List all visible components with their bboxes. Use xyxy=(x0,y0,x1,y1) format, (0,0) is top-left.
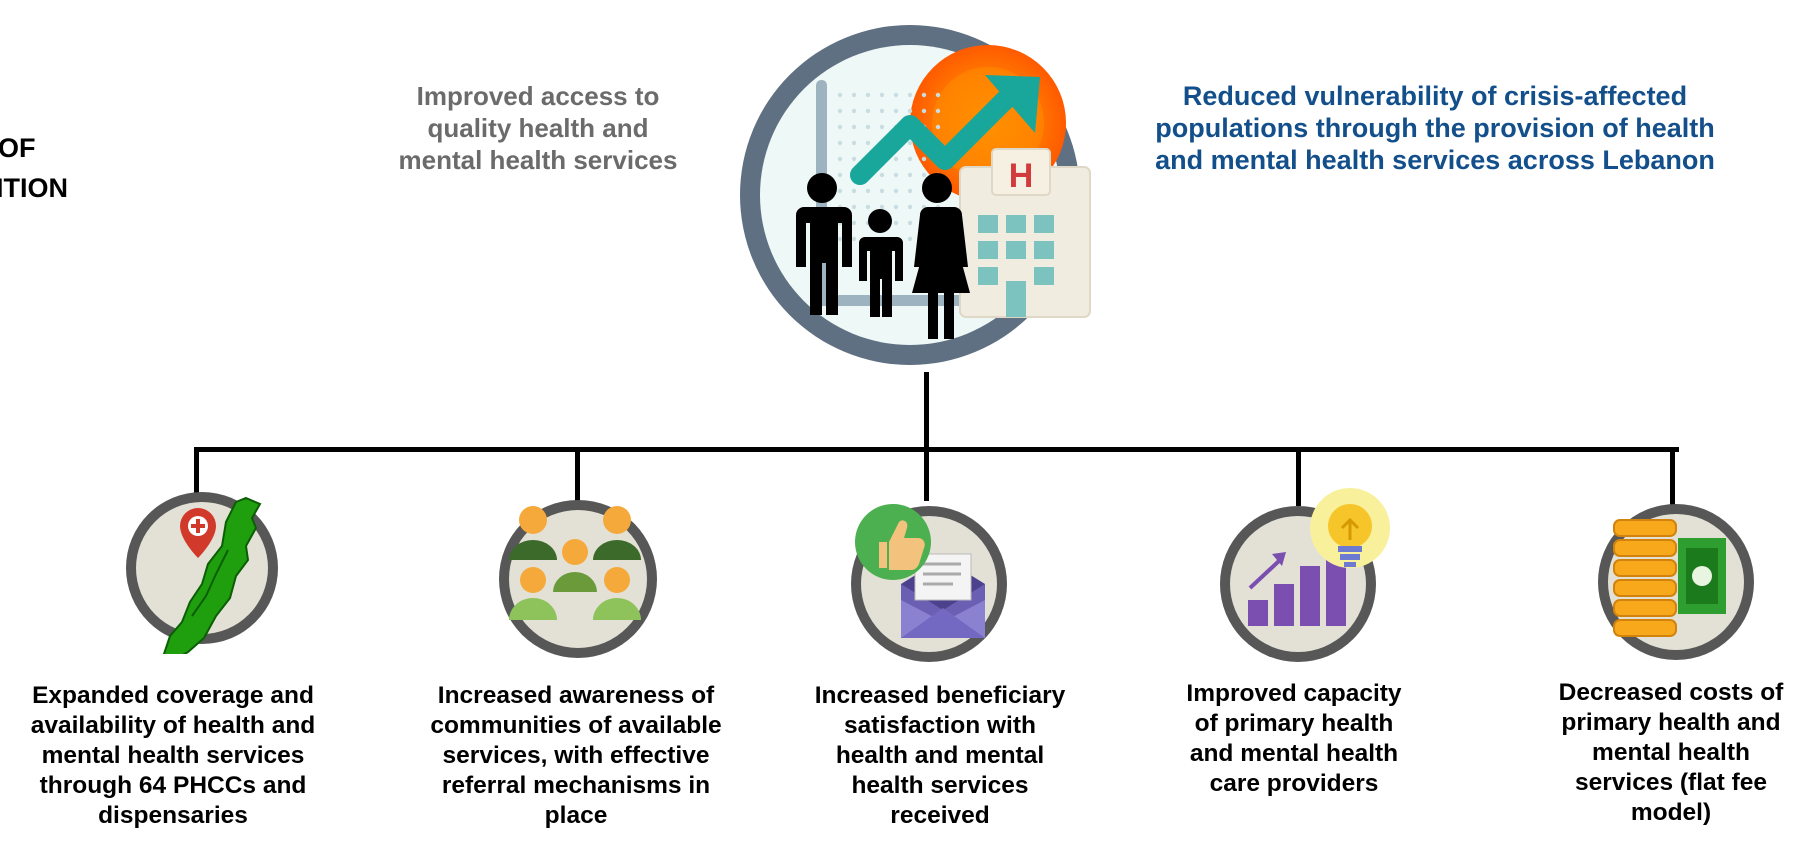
output-label-2: Increased awareness of communities of av… xyxy=(430,682,722,829)
growth-arrow-icon xyxy=(850,90,1015,185)
map-pin-icon xyxy=(180,508,216,558)
bar-chart-icon xyxy=(1248,548,1346,626)
output-label-3: Increased beneficiary satisfaction with … xyxy=(814,682,1066,829)
lebanon-map-pin-icon xyxy=(126,492,278,654)
branch-connector-4 xyxy=(1296,449,1301,506)
coins-cash-icon xyxy=(1598,504,1754,660)
cash-note-icon xyxy=(1678,538,1726,614)
branch-connector-3 xyxy=(924,449,929,501)
thumbs-up-envelope-icon xyxy=(851,504,1007,662)
impact-text: Reduced vulnerability of crisis-affected… xyxy=(1155,81,1715,175)
family-health-growth-icon: H xyxy=(740,25,1091,365)
thumbs-up-icon xyxy=(855,504,931,580)
family-icon xyxy=(796,173,970,339)
trunk-connector xyxy=(924,372,929,450)
branch-connector-2 xyxy=(575,449,580,501)
hospital-icon: H xyxy=(959,148,1091,318)
lightbulb-icon xyxy=(1310,488,1390,568)
side-title-line-2: VENTION xyxy=(0,173,69,203)
envelope-icon xyxy=(901,553,985,638)
side-title-line-1: OF xyxy=(0,133,36,163)
community-group-icon xyxy=(499,500,657,658)
hospital-letter: H xyxy=(1009,157,1034,195)
horizontal-connector xyxy=(194,447,1679,452)
growth-lightbulb-icon xyxy=(1220,488,1390,662)
dot-grid xyxy=(837,92,941,242)
output-label-5: Decreased costs of primary health and me… xyxy=(1558,679,1784,826)
branch-connector-1 xyxy=(194,449,199,493)
output-label-1: Expanded coverage and availability of he… xyxy=(30,682,316,829)
framework-side-title: OF VENTION xyxy=(0,128,68,208)
outcome-text: Improved access to quality health and me… xyxy=(398,81,678,175)
coin-stack-icon xyxy=(1613,519,1677,637)
branch-connector-5 xyxy=(1670,449,1675,506)
output-label-4: Improved capacity of primary health and … xyxy=(1186,680,1402,797)
